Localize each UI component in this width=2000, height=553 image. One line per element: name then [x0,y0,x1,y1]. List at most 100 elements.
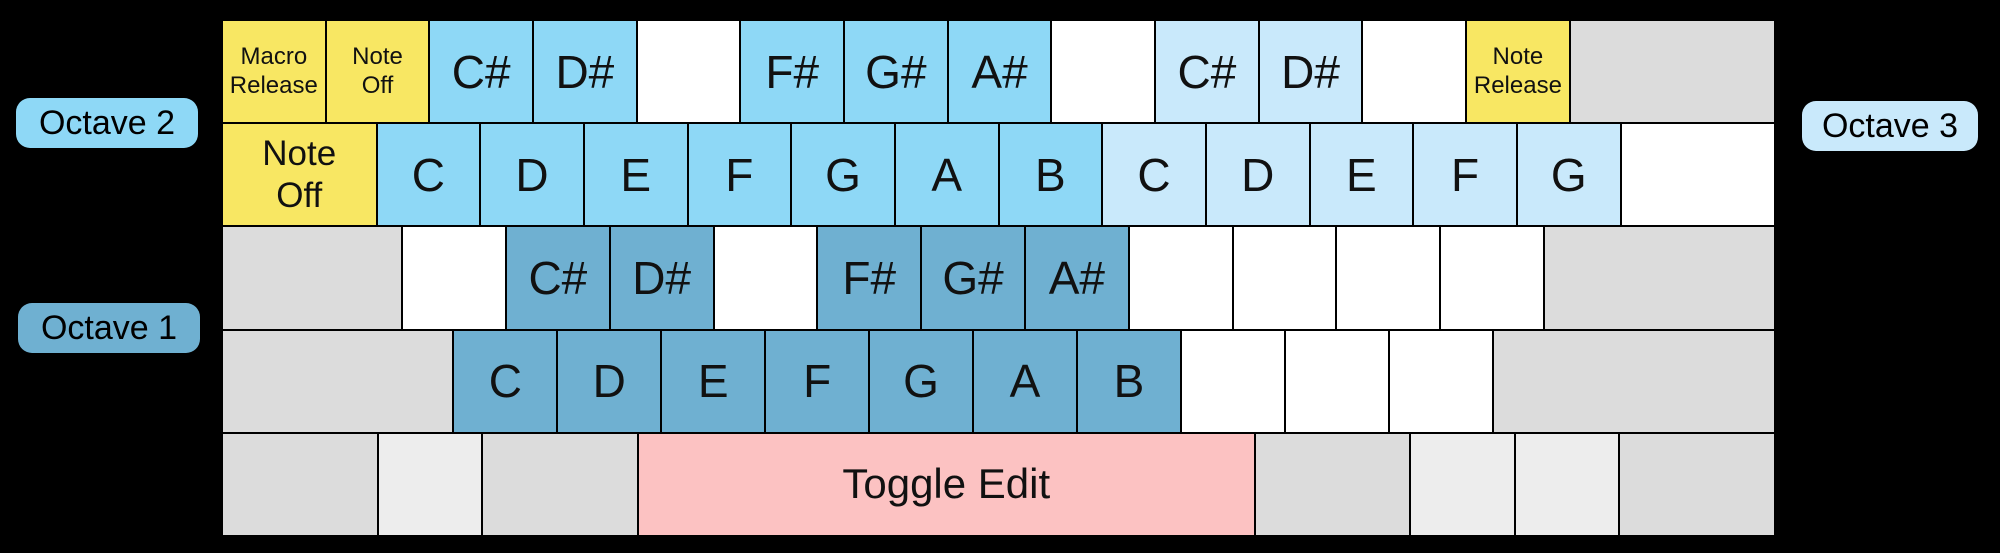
key-blank [1128,226,1233,330]
key-label: A [1009,355,1041,408]
keyboard-row-5: Toggle Edit [222,432,1776,537]
key-label: G [1550,148,1587,201]
key-label-line: Note [1492,42,1544,70]
key-g-oct3: G [1516,123,1621,227]
key-label-line: Off [276,175,323,215]
key-label: E [1346,148,1377,201]
key-a-sharp-oct2: A# [947,20,1052,124]
key-toggle-edit: Toggle Edit [637,432,1255,537]
key-label-line: Note [262,133,337,173]
key-label: F# [842,252,897,304]
key-blank [713,226,818,330]
key-blank [636,20,741,124]
key-f-sharp-oct2: F# [740,20,845,124]
key-d-sharp-oct3: D# [1258,20,1363,124]
key-blank [1388,329,1493,433]
key-g-oct1: G [869,329,974,433]
key-unmapped-gray [1569,20,1776,124]
key-unmapped-gray [222,226,403,330]
octave-2-label: Octave 2 [16,98,198,148]
key-c-oct2: C [376,123,481,227]
key-label: A# [971,45,1028,98]
key-b-oct1: B [1076,329,1181,433]
key-label: Toggle Edit [842,460,1051,508]
key-blank [1051,20,1156,124]
key-label: D# [555,45,615,98]
key-label: F [803,355,832,408]
key-label: E [697,355,729,408]
key-d-sharp-oct1: D# [609,226,714,330]
key-label: G# [865,45,927,98]
key-unmapped-gray [222,329,454,433]
key-unmapped-gray [222,432,378,537]
key-label: D [1241,148,1275,201]
key-blank [1180,329,1285,433]
key-c-sharp-oct1: C# [505,226,610,330]
key-unmapped-gray [1254,432,1411,537]
key-label: C [488,355,522,408]
key-label: D# [632,252,692,304]
key-label: D# [1281,45,1340,98]
key-d-sharp-oct2: D# [533,20,637,124]
key-unmapped-gray [1619,432,1776,537]
key-d-oct3: D [1205,123,1310,227]
key-label: D [592,355,626,408]
key-unmapped-gray [1492,329,1776,433]
key-e-oct2: E [583,123,688,227]
key-label: G# [942,252,1004,304]
key-f-oct2: F [687,123,792,227]
octave-1-label: Octave 1 [18,303,200,353]
key-label-line: Note [352,42,403,70]
key-a-oct1: A [973,329,1077,433]
key-g-sharp-oct1: G# [921,226,1025,330]
key-unmapped-gray [1543,226,1775,330]
key-label: A [931,148,963,201]
key-label: G [903,355,939,408]
key-c-sharp-oct3: C# [1155,20,1259,124]
keyboard-row-3: C# D# F# G# A# [222,226,1775,330]
key-label-line: Macro [240,42,308,70]
key-blank [1620,123,1776,227]
key-label: F# [765,45,820,98]
key-label: C# [1177,45,1237,98]
key-e-oct1: E [661,329,766,433]
key-a-sharp-oct1: A# [1024,226,1129,330]
key-a-oct2: A [894,123,999,227]
key-label: D [515,148,549,201]
key-label: F [725,148,754,201]
key-label: C# [451,45,511,98]
key-g-sharp-oct2: G# [844,20,948,124]
key-d-oct2: D [480,123,584,227]
key-label: E [620,148,652,201]
key-blank [1284,329,1389,433]
octave-3-label: Octave 3 [1802,101,1978,151]
key-blank [1440,226,1544,330]
key-d-oct1: D [557,329,662,433]
key-c-sharp-oct2: C# [429,20,534,124]
key-unmapped-lightgray [1514,432,1620,537]
key-label-line: Release [229,71,318,99]
key-blank [402,226,506,330]
key-unmapped-lightgray [1410,432,1515,537]
key-e-oct3: E [1309,123,1414,227]
key-blank [1336,226,1441,330]
key-c-oct1: C [453,329,558,433]
key-blank [1232,226,1337,330]
key-g-oct2: G [791,123,895,227]
key-label: C [411,148,445,201]
key-unmapped-lightgray [377,432,483,537]
key-f-sharp-oct1: F# [817,226,922,330]
key-unmapped-gray [482,432,638,537]
key-label-line: Off [361,71,394,99]
key-label-line: Release [1473,71,1562,99]
key-c-oct3: C [1102,123,1206,227]
